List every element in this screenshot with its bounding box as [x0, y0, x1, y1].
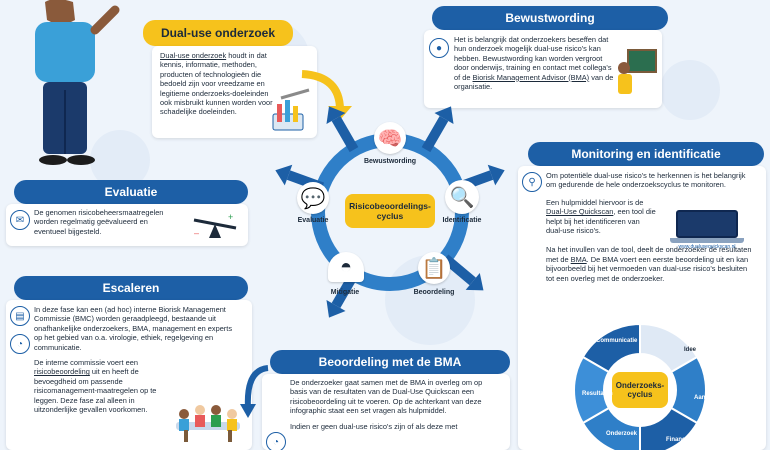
evaluatie-panel: ✉ De genomen risicobeheersmaatregelen wo…	[6, 204, 248, 246]
gauge-icon-3: ◓	[328, 252, 364, 282]
arrow-to-evaluatie-head	[326, 106, 346, 124]
evaluatie-text: De genomen risicobeheersmaatregelen word…	[34, 208, 164, 236]
escaleren-header: Escaleren	[14, 276, 248, 300]
arrow-to-beoordeling-head	[465, 272, 484, 291]
risicobeoordeling-link[interactable]: risicobeoordeling	[34, 367, 90, 377]
bma-link[interactable]: Biorisk Management Advisor (BMA)	[472, 72, 590, 82]
rc-seg-financiering	[639, 406, 699, 450]
cycle-label-bewustwording: Bewustwording	[363, 158, 417, 165]
chat-bubble-icon-2: 💬	[297, 182, 329, 214]
research-cycle-center: Onderzoeks-cyclus	[612, 372, 668, 408]
arrow-to-escaleren-head	[275, 164, 293, 186]
brain-head-icon: ●	[429, 38, 449, 58]
arrow-to-beoordeling	[441, 254, 476, 286]
gauge-icon-2: ◔	[266, 432, 286, 450]
teacher-illustration	[618, 49, 657, 94]
bma-link-2[interactable]: BMA	[570, 254, 587, 264]
magnifier-icon-2: 🔍	[445, 180, 479, 214]
bewustwording-panel: ● Het is belangrijk dat onderzoekers bes…	[424, 30, 662, 108]
monitoring-text-2: Een hulpmiddel hiervoor is de Dual-Use Q…	[546, 197, 656, 236]
magnifier-icon: ⚲	[522, 172, 542, 192]
escaleren-text-2: De interne commissie voert een risicobeo…	[34, 358, 157, 415]
rc-label-communicatie: Communicatie	[596, 338, 638, 344]
risk-cycle-center: Risicobeoordelings-cyclus	[345, 194, 435, 228]
clipboard-icon: ▤	[10, 306, 30, 326]
rc-label-aanvraag: Aanvraag	[694, 395, 722, 401]
arrow-to-monitoring-head	[487, 164, 505, 186]
quickscan-url[interactable]: www.dualusequickscan.nl	[678, 244, 736, 250]
quickscan-link[interactable]: Dual-Use Quickscan	[546, 207, 614, 217]
cycle-label-identificatie: Identificatie	[442, 217, 482, 224]
arrow-to-bewustwording	[421, 115, 449, 153]
escaleren-text-1: In deze fase kan een (ad hoc) interne Bi…	[34, 305, 233, 352]
laptop-illustration: www.dualusequickscan.nl	[670, 210, 744, 250]
gauge-icon: ◔	[10, 334, 30, 354]
monitoring-text-3: Na het invullen van de tool, deelt de on…	[546, 245, 752, 283]
monitoring-text-1: Om potentiële dual-use risico's te herke…	[546, 171, 746, 190]
rc-label-onderzoek: Onderzoek	[606, 431, 638, 437]
lab-tools-illustration	[272, 88, 310, 131]
evaluatie-header: Evaluatie	[14, 180, 248, 204]
escaleren-panel: ▤ ◔ In deze fase kan een (ad hoc) intern…	[6, 300, 252, 450]
cycle-label-evaluatie: Evaluatie	[297, 217, 329, 224]
arrow-to-evaluatie	[331, 115, 359, 153]
chat-bubble-icon: ✉	[10, 210, 30, 230]
dual-use-panel: Dual-use onderzoek houdt in dat kennis, …	[152, 46, 317, 138]
bma-header: Beoordeling met de BMA	[270, 350, 510, 374]
dual-use-link[interactable]: Dual-use onderzoek	[160, 51, 227, 60]
bma-text-2: Indien er geen dual-use risico's zijn of…	[290, 421, 458, 431]
bma-panel: De onderzoeker gaat samen met de BMA in …	[262, 374, 510, 450]
person-illustration	[35, 0, 120, 165]
clipboard-icon-2: 📋	[418, 252, 450, 284]
bma-arrow	[240, 365, 269, 418]
balance-scale-illustration: + –	[193, 212, 237, 238]
bma-text-1: De onderzoeker gaat samen met de BMA in …	[290, 378, 483, 416]
dual-use-text: Dual-use onderzoek houdt in dat kennis, …	[160, 51, 273, 117]
arrow-to-bewustwording-head	[434, 106, 454, 124]
arrow-to-bma-head	[326, 300, 346, 318]
monitoring-header: Monitoring en identificatie	[528, 142, 764, 166]
dual-use-header: Dual-use onderzoek	[143, 20, 293, 46]
bewustwording-header: Bewustwording	[432, 6, 668, 30]
brain-head-icon-2: 🧠	[374, 122, 406, 154]
bewustwording-text: Het is belangrijk dat onderzoekers besef…	[454, 35, 614, 92]
rc-label-resultaten: Resultaten	[582, 391, 613, 397]
svg-text:–: –	[194, 228, 199, 238]
svg-text:+: +	[228, 212, 233, 222]
cycle-label-mitigatie: Mitigatie	[330, 289, 360, 296]
rc-label-financiering: Financiering	[666, 437, 702, 443]
rc-seg-resultaten	[573, 355, 611, 425]
rc-label-idee: Idee	[684, 347, 697, 353]
cycle-label-beoordeling: Beoordeling	[413, 289, 455, 296]
meeting-illustration	[176, 405, 240, 442]
